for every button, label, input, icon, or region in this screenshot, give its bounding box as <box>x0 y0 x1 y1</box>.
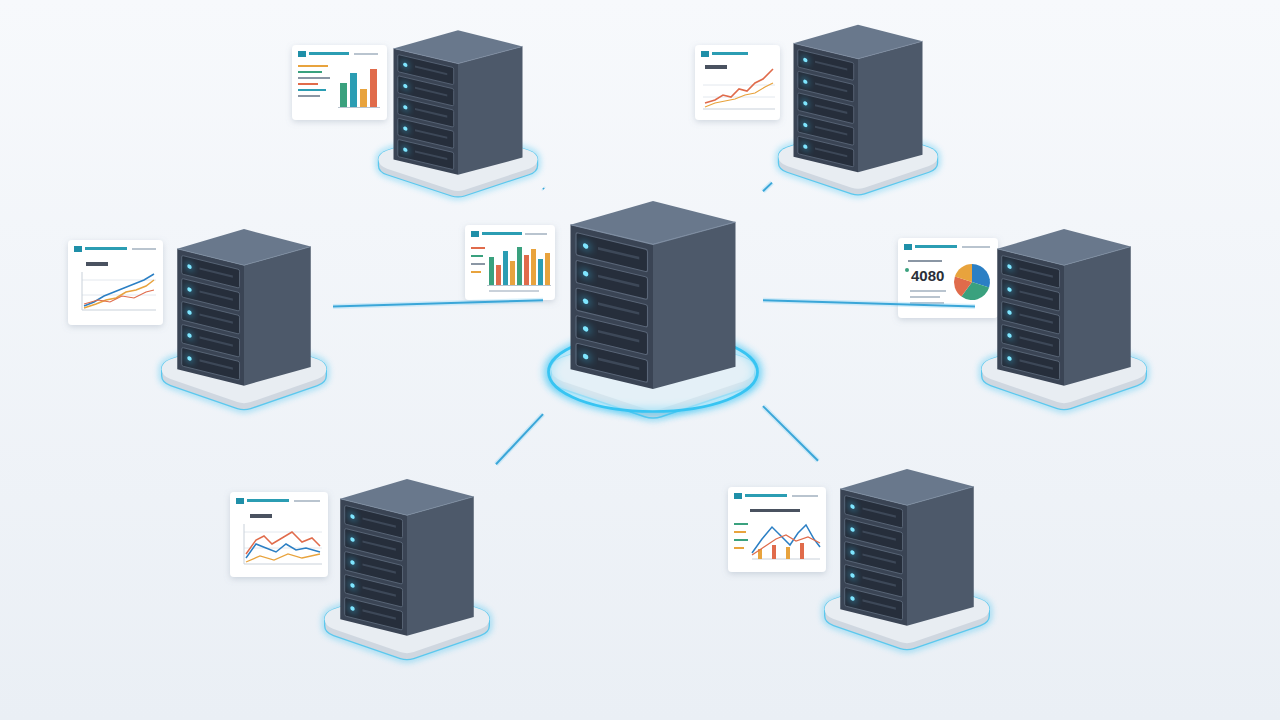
server-node <box>372 8 544 200</box>
server-symbol <box>372 8 544 200</box>
server-symbol <box>975 205 1153 413</box>
network-link <box>763 183 772 192</box>
network-link <box>763 406 818 461</box>
connector-glow <box>333 300 543 306</box>
server-node <box>318 455 496 663</box>
connector-glow <box>763 183 772 192</box>
connector-glow <box>763 406 818 461</box>
server-node <box>975 205 1153 413</box>
connector-glow <box>543 186 544 192</box>
server-symbol <box>818 445 996 653</box>
dashboard-card <box>465 225 555 300</box>
dashboard-card <box>728 487 826 572</box>
server-symbol <box>318 455 496 663</box>
network-link <box>543 187 544 190</box>
connector-glow <box>763 300 975 306</box>
dashboard-card <box>292 45 387 120</box>
network-link <box>496 414 543 464</box>
server-symbol <box>543 172 763 422</box>
network-link <box>763 300 975 306</box>
server-node <box>772 2 944 198</box>
server-node <box>818 445 996 653</box>
connector-glow <box>496 414 543 464</box>
metric-value: 4080 <box>911 268 944 285</box>
server-symbol <box>155 205 333 413</box>
dashboard-card <box>695 45 780 120</box>
server-node <box>543 172 763 422</box>
server-symbol <box>772 2 944 198</box>
dashboard-card <box>230 492 328 577</box>
server-node <box>155 205 333 413</box>
network-link <box>333 300 543 306</box>
dashboard-card <box>68 240 163 325</box>
